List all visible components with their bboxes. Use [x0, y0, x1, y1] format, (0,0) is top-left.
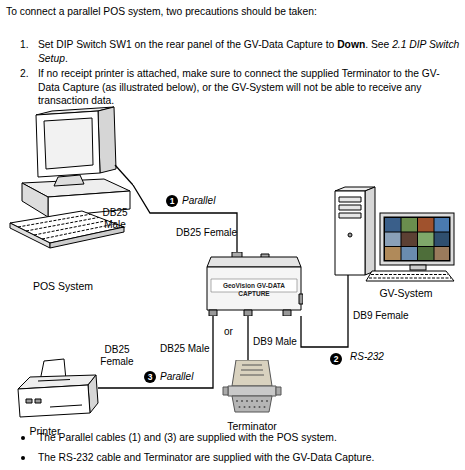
instruction-text: If no receipt printer is attached, make …	[38, 67, 460, 108]
connector-label: DB25 Male	[160, 343, 209, 355]
instruction-text: . See	[365, 39, 389, 50]
cable-line	[133, 185, 237, 252]
connector-label: DB9 Female	[353, 310, 409, 322]
bullet-dot	[21, 456, 25, 460]
note-text: The RS-232 cable and Terminator are supp…	[38, 451, 463, 465]
terminator-plug: Terminator	[222, 360, 282, 435]
pos-monitor	[36, 107, 116, 186]
connector-label: DB25 Male	[100, 207, 130, 231]
instruction-emphasis: Down	[337, 39, 365, 50]
terminator-plug-body	[223, 360, 281, 412]
pc-tower	[335, 187, 375, 275]
node-label: Terminator	[222, 420, 282, 432]
list-number: 2.	[20, 67, 29, 81]
cable-label: Parallel	[182, 195, 215, 207]
cable-label: Parallel	[160, 371, 193, 383]
printer-body	[18, 359, 98, 417]
intro-text: To connect a parallel POS system, two pr…	[6, 5, 458, 19]
gv-system-pc: GV-System	[332, 185, 457, 300]
gv-system-illustration	[332, 185, 457, 300]
connector-label: DB25 Female	[176, 227, 237, 239]
bullet-dot	[21, 436, 25, 440]
pos-terminal: POS System	[8, 105, 133, 295]
cable-line	[301, 300, 348, 347]
cable-stub	[115, 165, 133, 185]
cable-stub	[98, 387, 100, 388]
terminator-pins	[236, 400, 268, 408]
cable-stub	[347, 275, 348, 300]
callout-number: 3	[144, 371, 156, 383]
alternative-label: or	[224, 326, 233, 338]
connector-label: DB25 Female	[100, 344, 134, 368]
node-label: GeoVision GV-DATA CAPTURE	[211, 282, 297, 298]
pos-illustration	[8, 105, 133, 275]
cable-line	[247, 316, 248, 360]
cable-label: RS-232	[350, 351, 384, 363]
note-text: The Parallel cables (1) and (3) are supp…	[38, 431, 463, 445]
pc-keyboard	[366, 271, 454, 281]
connector-label: DB9 Male	[253, 336, 297, 348]
receipt-printer: Printer	[10, 355, 100, 440]
instruction-text: Set DIP Switch SW1 on the rear panel of …	[38, 39, 334, 50]
instruction-paragraph: Set DIP Switch SW1 on the rear panel of …	[38, 38, 460, 65]
printer-illustration	[10, 355, 100, 423]
terminator-illustration	[222, 360, 282, 418]
data-capture-box: GeoVision GV-DATA CAPTURE	[203, 252, 303, 316]
node-label: POS System	[8, 280, 118, 292]
list-number: 1.	[20, 38, 29, 52]
callout-number: 2	[330, 353, 342, 365]
node-label: GV-System	[368, 287, 444, 299]
camera-thumbnails	[385, 218, 449, 260]
instruction-text: .	[65, 53, 68, 64]
callout-number: 1	[166, 195, 178, 207]
pc-monitor	[380, 213, 454, 270]
capture-case	[207, 252, 303, 316]
cable-line	[100, 316, 213, 388]
